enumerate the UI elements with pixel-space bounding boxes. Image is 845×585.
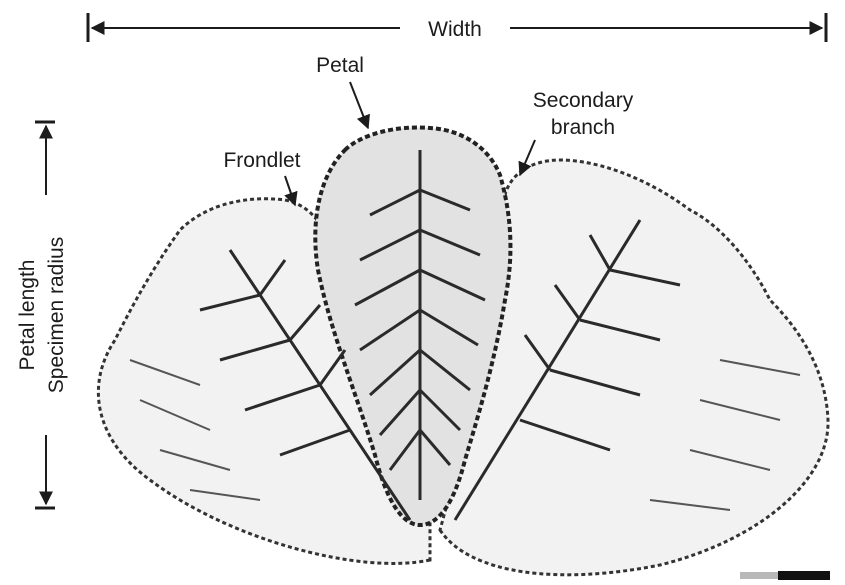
petal-label: Petal <box>316 54 364 77</box>
width-label: Width <box>428 18 482 41</box>
secondary-branch-label-line1: Secondary <box>533 89 634 112</box>
frondlet-label: Frondlet <box>223 149 300 172</box>
specimen-radius-label: Specimen radius <box>45 237 68 393</box>
frondlet-callout: Frondlet <box>223 149 300 205</box>
petal-callout: Petal <box>316 54 368 128</box>
width-dimension: Width <box>88 13 826 42</box>
fossil-specimen <box>98 127 828 574</box>
secondary-branch-label-line2: branch <box>551 116 615 139</box>
scale-bar-dark-segment <box>778 571 830 580</box>
radius-dimension: Petal length Specimen radius <box>16 122 68 508</box>
petal-length-label: Petal length <box>16 260 39 371</box>
scale-bar-light-segment <box>740 572 778 579</box>
